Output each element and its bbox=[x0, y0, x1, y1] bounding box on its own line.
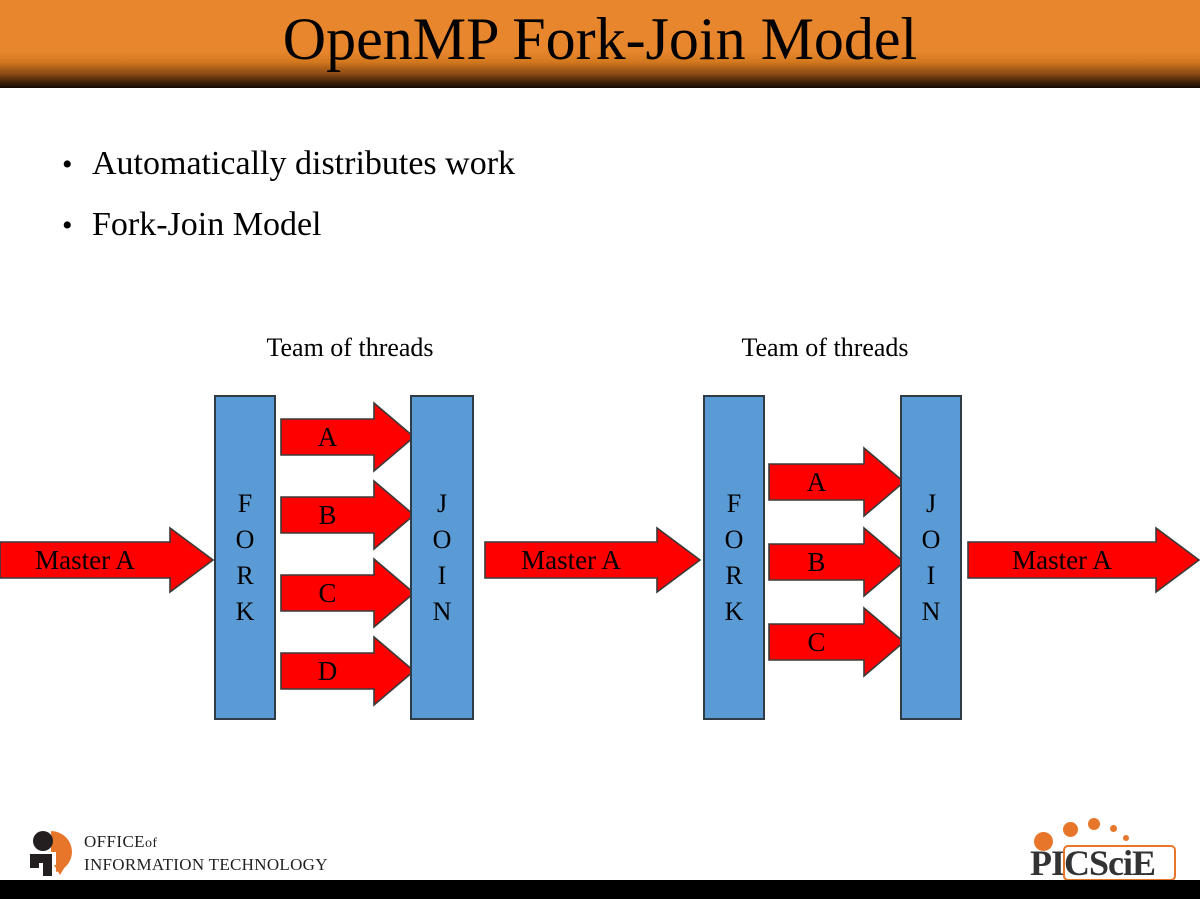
thread-arrow-2-a-label: A bbox=[806, 467, 827, 497]
team-of-threads-caption-2: Team of threads bbox=[741, 333, 909, 362]
thread-arrow-2-a: A bbox=[768, 446, 906, 518]
join-letter: I bbox=[437, 560, 447, 590]
picscie-accent-box bbox=[1063, 845, 1176, 881]
picscie-dot-icon bbox=[1088, 818, 1100, 830]
slide-title-bar: OpenMP Fork-Join Model bbox=[0, 0, 1200, 88]
thread-arrow-2-c: C bbox=[768, 606, 906, 678]
join-letter: I bbox=[926, 560, 936, 590]
fork-letter: F bbox=[726, 488, 742, 518]
picscie-dot-icon bbox=[1034, 832, 1053, 851]
page-title: OpenMP Fork-Join Model bbox=[282, 6, 918, 72]
footer-black-bar bbox=[0, 880, 1200, 899]
thread-arrow-2-b-label: B bbox=[807, 547, 826, 577]
thread-arrow-1-c-label: C bbox=[318, 578, 337, 608]
master-arrow-entry-label: Master A bbox=[35, 545, 135, 575]
master-arrow-exit-label: Master A bbox=[1012, 545, 1112, 575]
team-of-threads-caption-1: Team of threads bbox=[266, 333, 434, 362]
list-item: • Fork-Join Model bbox=[62, 203, 1062, 248]
picscie-dot-icon bbox=[1063, 822, 1078, 837]
fork-letter: K bbox=[724, 596, 744, 626]
oit-line1-small: of bbox=[144, 836, 158, 851]
thread-arrow-1-a-label: A bbox=[317, 422, 338, 452]
oit-mark-icon bbox=[30, 828, 76, 878]
fork-letter: R bbox=[725, 560, 743, 590]
fork-box-2: F O R K bbox=[703, 395, 765, 720]
master-arrow-exit: Master A bbox=[967, 526, 1200, 594]
master-arrow-middle: Master A bbox=[484, 526, 702, 594]
fork-letter: O bbox=[724, 524, 744, 554]
bullet-text: Automatically distributes work bbox=[92, 145, 516, 182]
fork-box-1: F O R K bbox=[214, 395, 276, 720]
join-letter: J bbox=[436, 488, 448, 518]
join-box-2: J O I N bbox=[900, 395, 962, 720]
thread-arrow-2-c-label: C bbox=[807, 627, 826, 657]
join-letter: O bbox=[432, 524, 452, 554]
thread-arrow-2-b: B bbox=[768, 526, 906, 598]
fork-letter: F bbox=[237, 488, 253, 518]
thread-arrow-1-b: B bbox=[280, 479, 416, 551]
thread-arrow-1-a: A bbox=[280, 401, 416, 473]
thread-arrow-1-b-label: B bbox=[318, 500, 337, 530]
thread-arrow-1-c: C bbox=[280, 557, 416, 629]
bullet-marker-icon: • bbox=[62, 209, 73, 242]
join-letter: J bbox=[925, 488, 937, 518]
join-letter: O bbox=[921, 524, 941, 554]
office-of-information-technology-logo: OFFICEof INFORMATION TECHNOLOGY bbox=[30, 826, 360, 880]
picscie-wordmark: PICSciE bbox=[1030, 843, 1156, 883]
oit-wordmark: OFFICEof INFORMATION TECHNOLOGY bbox=[84, 831, 328, 875]
oit-line2: INFORMATION TECHNOLOGY bbox=[84, 855, 328, 874]
join-box-1: J O I N bbox=[410, 395, 474, 720]
picscie-logo: PICSciE bbox=[1030, 818, 1190, 883]
fork-letter: R bbox=[236, 560, 254, 590]
master-arrow-entry: Master A bbox=[0, 526, 215, 594]
fork-letter: K bbox=[235, 596, 255, 626]
bullet-list: • Automatically distributes work • Fork-… bbox=[62, 142, 1062, 264]
oit-line1-main: OFFICE bbox=[84, 832, 145, 851]
picscie-dot-icon bbox=[1110, 825, 1117, 832]
fork-letter: O bbox=[235, 524, 255, 554]
master-arrow-middle-label: Master A bbox=[521, 545, 621, 575]
join-letter: N bbox=[921, 596, 941, 626]
bullet-text: Fork-Join Model bbox=[92, 206, 322, 243]
join-letter: N bbox=[432, 596, 452, 626]
bullet-marker-icon: • bbox=[62, 148, 73, 181]
picscie-dot-icon bbox=[1123, 835, 1129, 841]
thread-arrow-1-d-label: D bbox=[317, 656, 338, 686]
list-item: • Automatically distributes work bbox=[62, 142, 1062, 187]
thread-arrow-1-d: D bbox=[280, 635, 416, 707]
